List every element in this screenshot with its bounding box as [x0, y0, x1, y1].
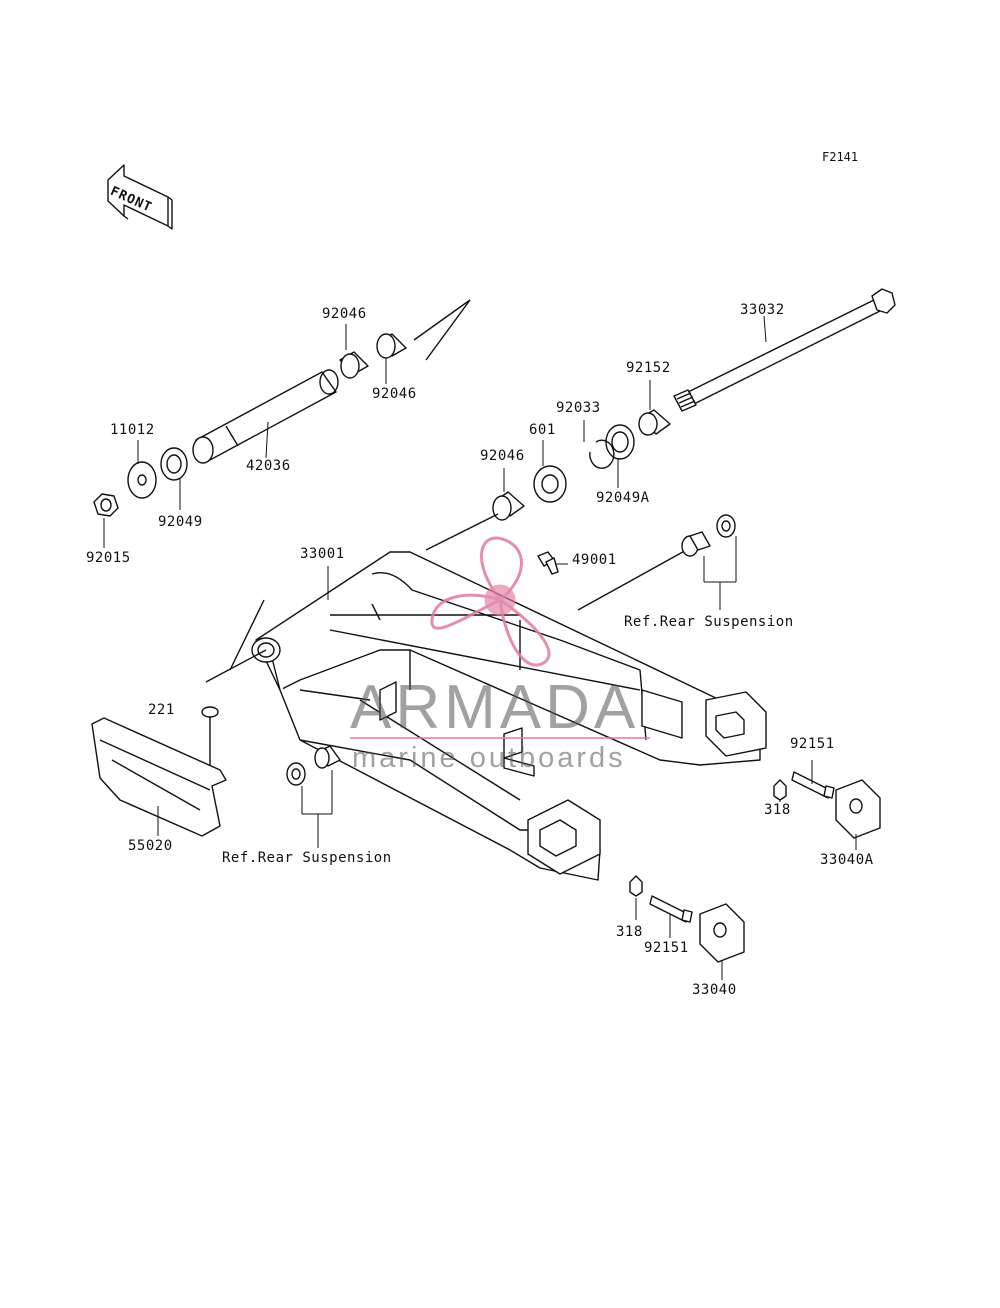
part-label-42036[interactable]: 42036: [246, 458, 291, 474]
bearing-601: [533, 465, 567, 503]
circlip-92033: [589, 439, 615, 469]
part-label-92152[interactable]: 92152: [626, 360, 671, 376]
adjuster-parts-right: [773, 771, 881, 839]
part-label-11012[interactable]: 11012: [110, 422, 155, 438]
part-label-92046-mid[interactable]: 92046: [372, 386, 417, 402]
nut-92015: [93, 493, 119, 517]
part-label-33032[interactable]: 33032: [740, 302, 785, 318]
ref-rear-suspension-right[interactable]: Ref.Rear Suspension: [624, 614, 794, 630]
ref-suspension-parts-left: [286, 745, 341, 786]
part-label-601[interactable]: 601: [529, 422, 556, 438]
grease-nipple-49001: [537, 551, 559, 575]
seal-92049a: [605, 424, 635, 460]
part-label-92049[interactable]: 92049: [158, 514, 203, 530]
watermark-title: ARMADA: [350, 673, 640, 742]
part-label-92049a[interactable]: 92049A: [596, 490, 650, 506]
screw-221: [201, 706, 219, 766]
part-label-92046-lower[interactable]: 92046: [480, 448, 525, 464]
chain-guard-55020: [91, 717, 227, 837]
part-label-318-right[interactable]: 318: [764, 802, 791, 818]
part-label-33040a[interactable]: 33040A: [820, 852, 874, 868]
part-label-55020[interactable]: 55020: [128, 838, 173, 854]
part-label-318-bottom[interactable]: 318: [616, 924, 643, 940]
ref-rear-suspension-left[interactable]: Ref.Rear Suspension: [222, 850, 392, 866]
part-label-33001[interactable]: 33001: [300, 546, 345, 562]
part-label-92151-bottom[interactable]: 92151: [644, 940, 689, 956]
axle-33032: [673, 288, 896, 412]
part-label-49001[interactable]: 49001: [572, 552, 617, 568]
figure-code: F2141: [822, 150, 859, 164]
leader-line: [577, 547, 691, 611]
adjuster-parts-bottom: [629, 875, 745, 963]
needle-bearing-92046-lower: [492, 491, 525, 521]
washer-11012: [127, 461, 157, 499]
part-label-92015[interactable]: 92015: [86, 550, 131, 566]
part-label-221[interactable]: 221: [148, 702, 175, 718]
collar-92152: [638, 409, 671, 436]
needle-bearings-92046-top: [339, 299, 471, 379]
part-label-92033[interactable]: 92033: [556, 400, 601, 416]
front-arrow-icon: [107, 164, 173, 230]
ref-suspension-parts-right: [681, 514, 736, 557]
part-label-92046-top[interactable]: 92046: [322, 306, 367, 322]
swingarm-33001: [205, 551, 767, 881]
part-label-92151-right[interactable]: 92151: [790, 736, 835, 752]
watermark-logo-icon: [430, 536, 551, 667]
sleeve-42036: [192, 369, 339, 464]
part-label-33040[interactable]: 33040: [692, 982, 737, 998]
watermark-subtitle: marine outboards: [352, 742, 626, 774]
leader-line: [425, 513, 499, 551]
seal-92049: [160, 447, 188, 481]
leader-lines: [103, 315, 857, 980]
